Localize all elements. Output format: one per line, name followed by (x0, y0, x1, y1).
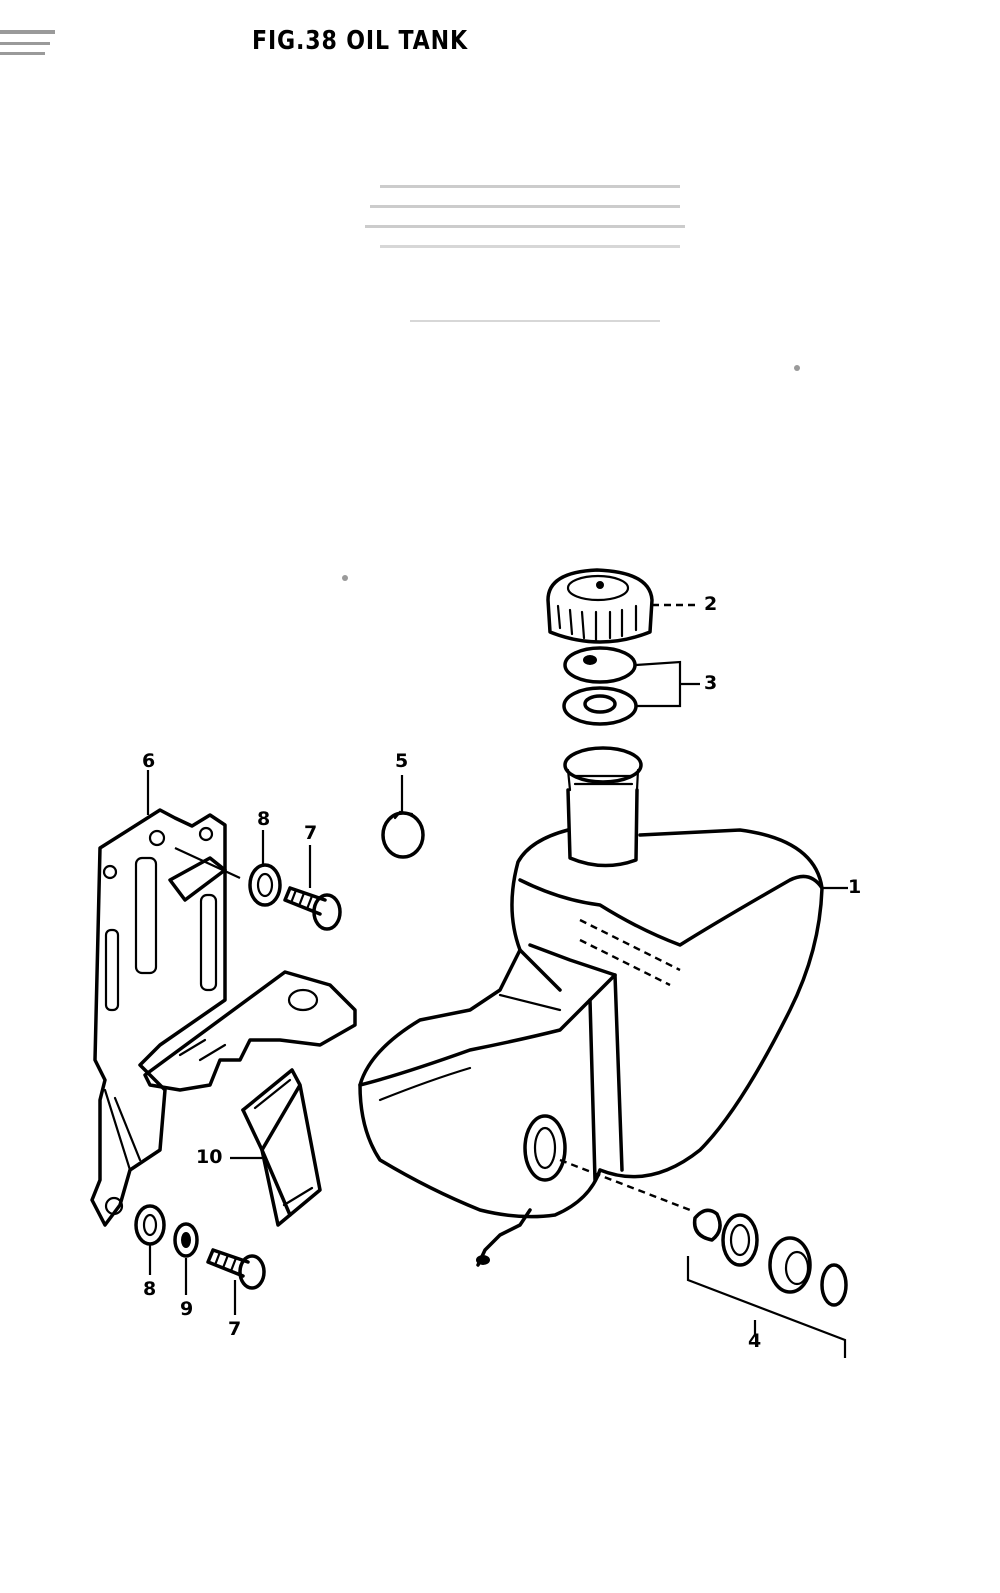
part-2-tank-cap (546, 568, 700, 644)
callout-10: 10 (196, 1146, 223, 1168)
part-1-oil-tank (358, 746, 848, 1267)
callout-8-upper: 8 (257, 808, 271, 830)
callout-4: 4 (748, 1330, 762, 1352)
part-10-rubber-strap (230, 1068, 322, 1227)
part-4-drain-plug-set (686, 1208, 848, 1358)
part-3-cap-gaskets (562, 646, 700, 726)
part-8-washer-upper (248, 830, 282, 907)
part-7-bolt-lower (206, 1248, 266, 1315)
callout-7-lower: 7 (228, 1318, 242, 1340)
part-5-hose-clamp (381, 775, 425, 859)
part-6-bracket (90, 770, 357, 1227)
part-9-lock-washer (173, 1222, 199, 1295)
callout-8-lower: 8 (143, 1278, 157, 1300)
part-7-bolt-upper (283, 845, 342, 931)
callout-9: 9 (180, 1298, 194, 1320)
callout-7-upper: 7 (304, 822, 318, 844)
callout-2: 2 (704, 593, 718, 615)
scan-noise (0, 30, 800, 581)
callout-5: 5 (395, 750, 409, 772)
callout-6: 6 (142, 750, 156, 772)
callout-3: 3 (704, 672, 718, 694)
callout-1: 1 (848, 876, 862, 898)
part-8-washer-lower (134, 1204, 166, 1275)
figure-title: FIG.38 OIL TANK (252, 26, 468, 56)
